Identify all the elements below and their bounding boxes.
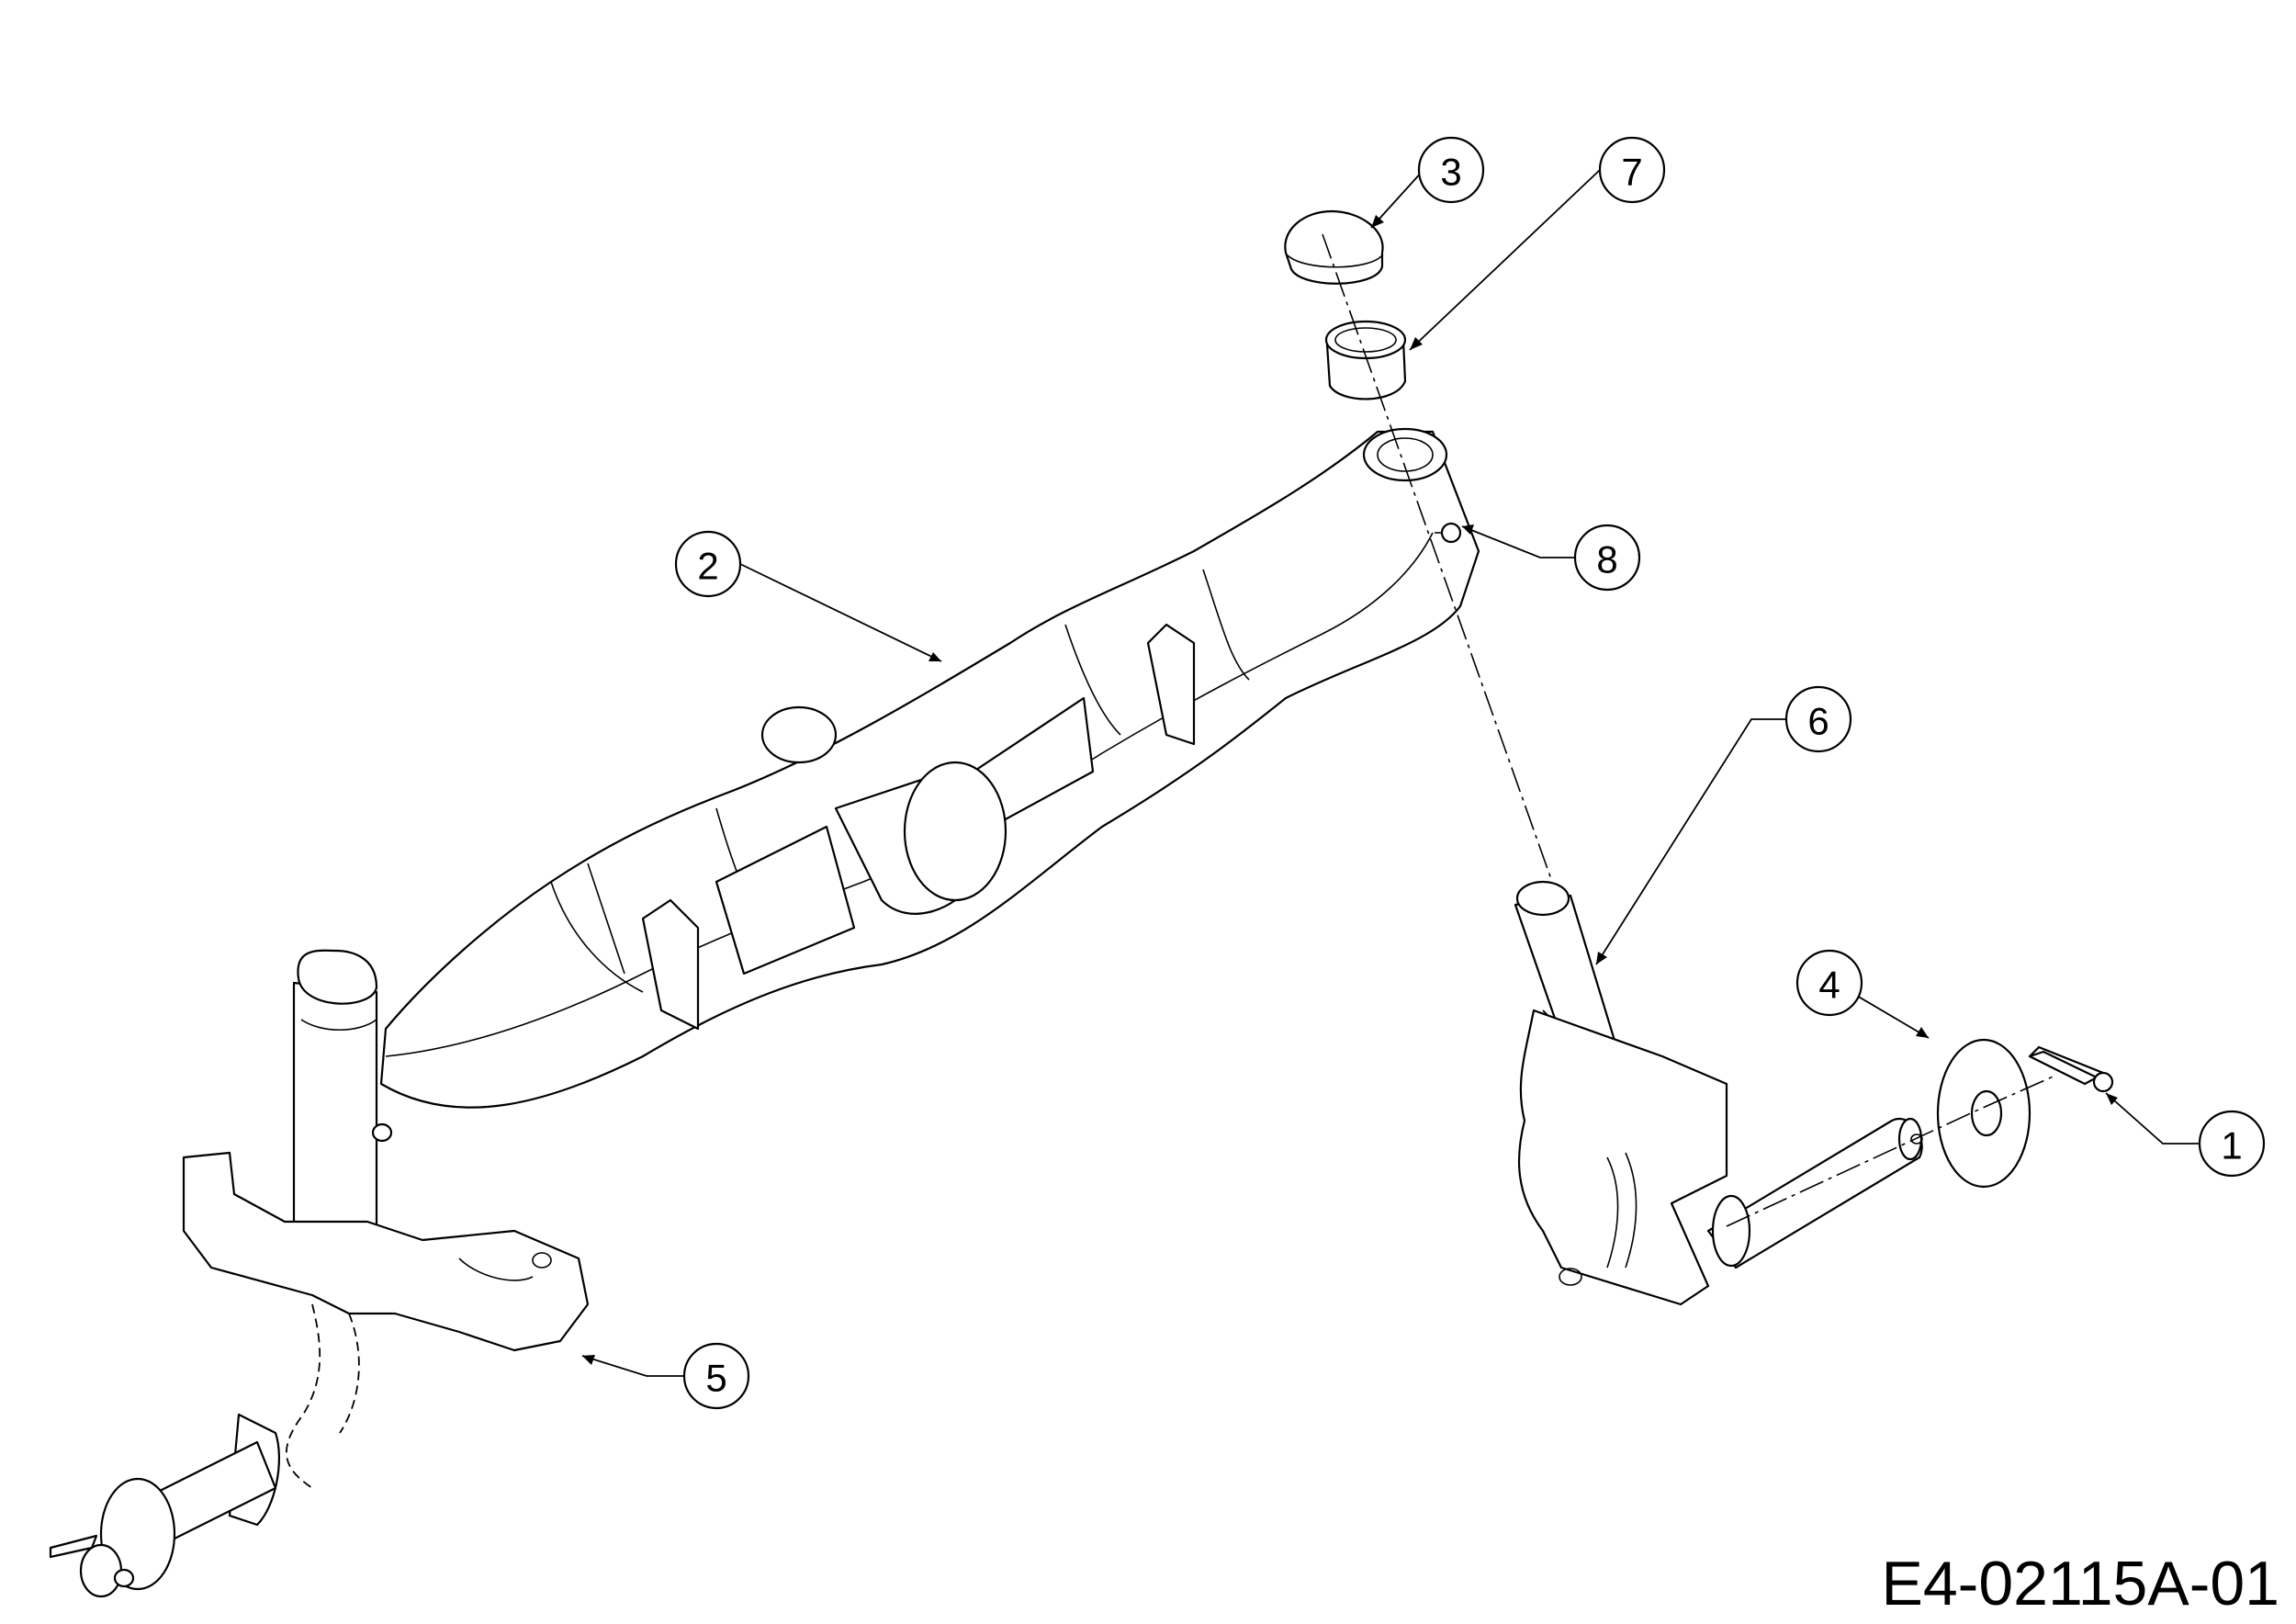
- callout-2: 2: [674, 530, 742, 598]
- callout-label: 4: [1818, 964, 1840, 1007]
- callout-1: 1: [2198, 1110, 2266, 1178]
- left-spindle: [49, 949, 590, 1598]
- callout-4: 4: [1795, 949, 1863, 1017]
- callout-label: 6: [1807, 700, 1829, 743]
- right-spindle: [1514, 880, 1923, 1306]
- callout-label: 5: [705, 1357, 726, 1400]
- washer: [1936, 1038, 2032, 1189]
- bushing: [1324, 320, 1407, 400]
- drawing-code: E4-02115A-01: [1881, 1549, 2280, 1618]
- spindle-axis: [1726, 1074, 2058, 1227]
- front-axle-beam: [379, 427, 1480, 1109]
- callout-5: 5: [682, 1342, 750, 1410]
- cotter-pin: [2028, 1045, 2114, 1093]
- callout-label: 2: [697, 545, 718, 588]
- callout-label: 8: [1596, 538, 1617, 581]
- callout-label: 3: [1440, 151, 1461, 194]
- pivot-boss: [760, 705, 1007, 915]
- callout-8: 8: [1573, 524, 1641, 592]
- leader-lines: [581, 169, 2200, 1377]
- callout-label: 7: [1621, 151, 1642, 194]
- callout-6: 6: [1784, 685, 1852, 753]
- callout-7: 7: [1598, 136, 1666, 204]
- kingpin-axis: [1322, 233, 1553, 883]
- dust-cap: [1284, 209, 1384, 285]
- callout-3: 3: [1417, 136, 1485, 204]
- callout-label: 1: [2221, 1124, 2242, 1167]
- grease-fitting: [1435, 522, 1462, 544]
